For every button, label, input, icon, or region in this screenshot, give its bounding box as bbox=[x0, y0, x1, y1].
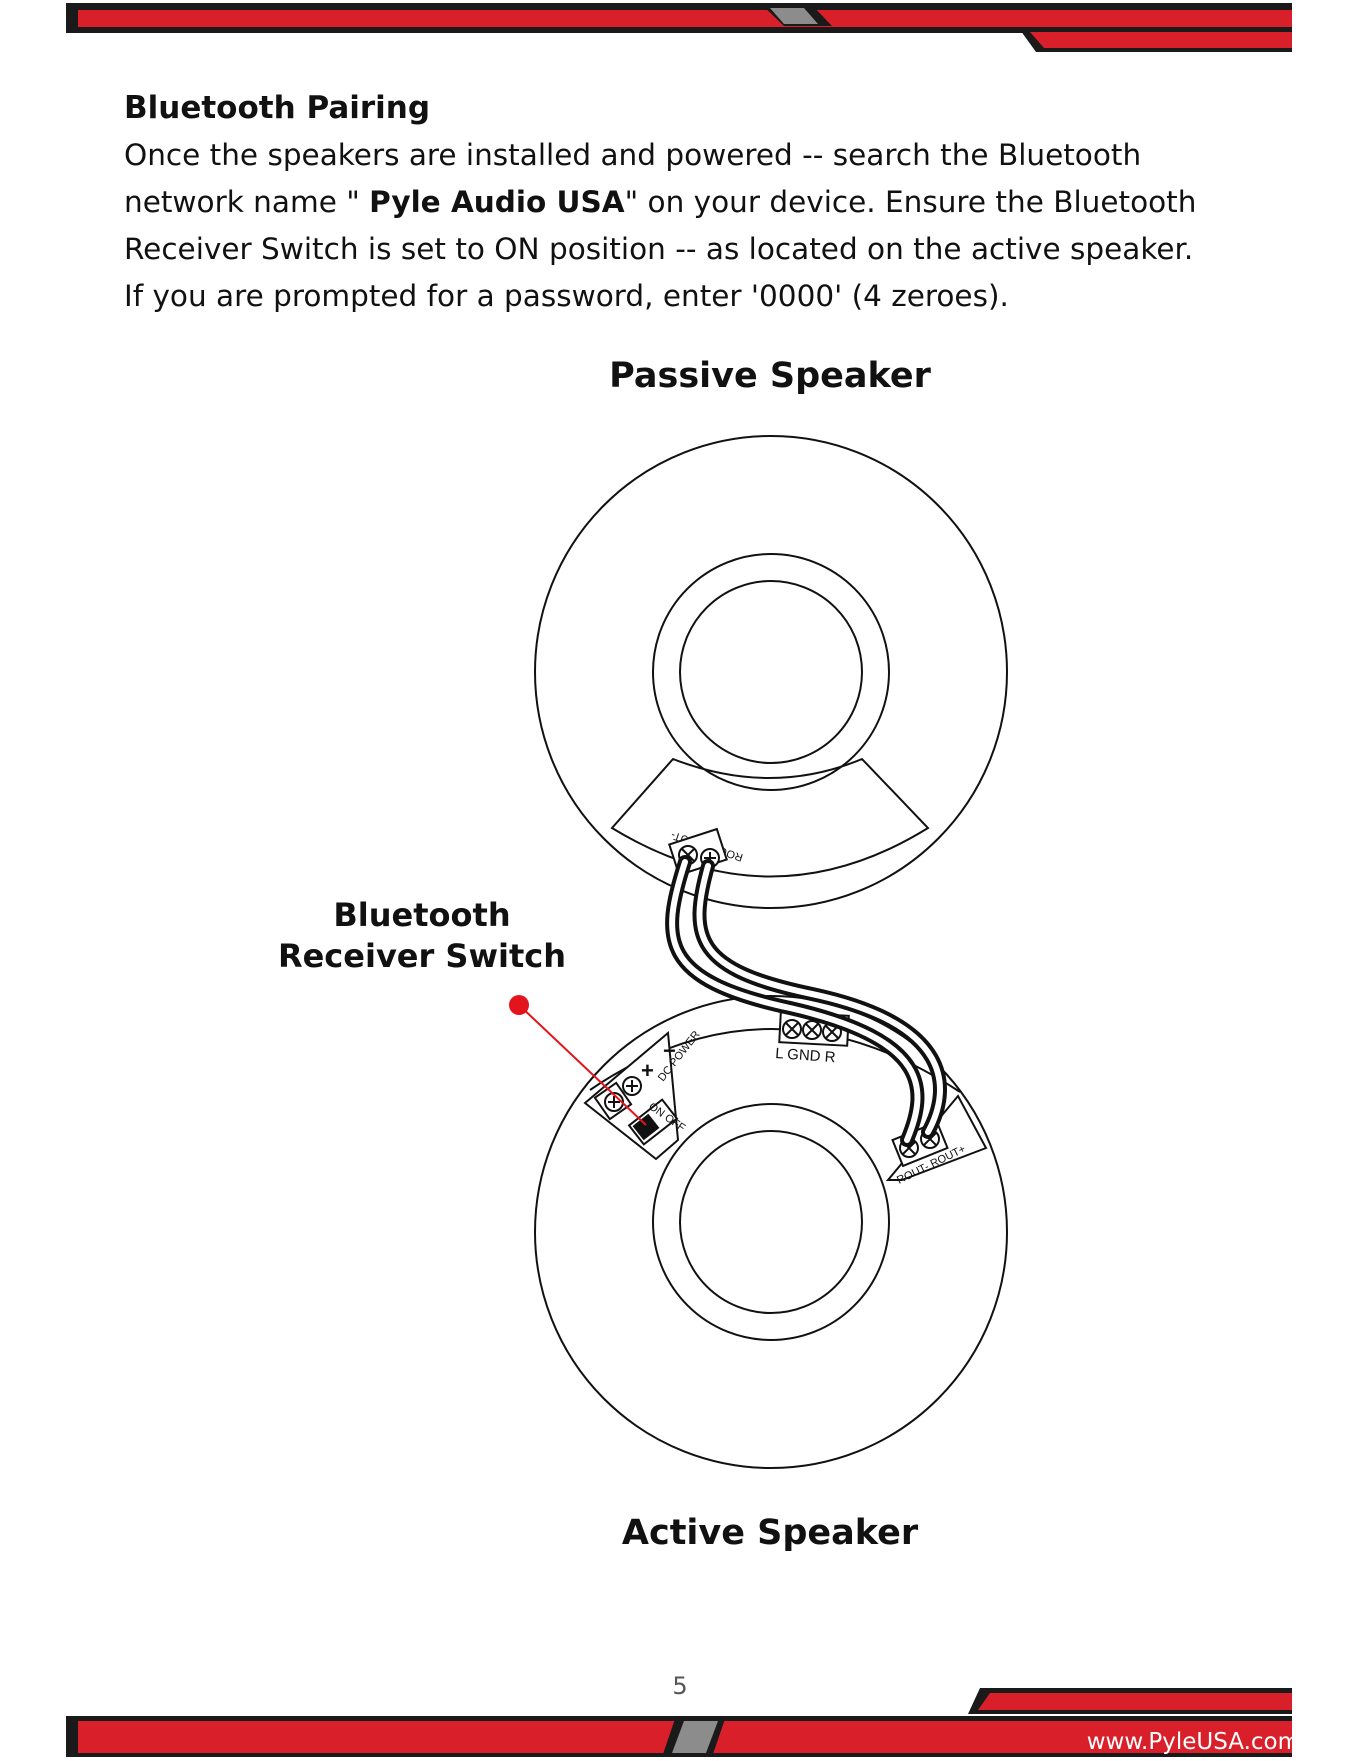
screw-terminal-icon bbox=[899, 1138, 919, 1158]
footer-band bbox=[66, 1688, 1292, 1757]
passive-speaker bbox=[534, 435, 1008, 909]
bluetooth-receiver-switch bbox=[632, 1113, 660, 1141]
receiver-switch-caption: Bluetooth Receiver Switch bbox=[277, 896, 567, 975]
section-heading: Bluetooth Pairing bbox=[124, 90, 431, 126]
screw-terminal-icon bbox=[782, 1019, 802, 1039]
header-band bbox=[66, 3, 1292, 52]
instructions-paragraph: Once the speakers are installed and powe… bbox=[124, 132, 1234, 320]
switch-pointer bbox=[509, 995, 647, 1126]
active-speaker-caption: Active Speaker bbox=[621, 1513, 919, 1553]
network-name: Pyle Audio USA bbox=[369, 185, 625, 219]
page-number: 5 bbox=[672, 1672, 688, 1700]
screw-terminal-icon bbox=[604, 1092, 624, 1112]
speaker-cable bbox=[665, 855, 947, 1147]
dc-power-module bbox=[583, 1031, 680, 1161]
website-link[interactable]: www.PyleUSA.com bbox=[1086, 1729, 1300, 1755]
passive-speaker-caption: Passive Speaker bbox=[609, 356, 931, 396]
instruction-line-2: network name " Pyle Audio USA" on your d… bbox=[124, 185, 1197, 219]
lgndr-label: L GND R bbox=[775, 1045, 836, 1066]
instruction-line-4: If you are prompted for a password, ente… bbox=[124, 279, 1009, 313]
minus-sign: − bbox=[663, 1038, 676, 1063]
screw-terminal-icon bbox=[802, 1020, 822, 1040]
instruction-line-3: Receiver Switch is set to ON position --… bbox=[124, 232, 1194, 266]
plus-sign: + bbox=[641, 1058, 654, 1083]
screw-terminal-icon bbox=[622, 1076, 642, 1096]
instruction-line-1: Once the speakers are installed and powe… bbox=[124, 138, 1142, 172]
screw-terminal-icon bbox=[678, 845, 698, 865]
